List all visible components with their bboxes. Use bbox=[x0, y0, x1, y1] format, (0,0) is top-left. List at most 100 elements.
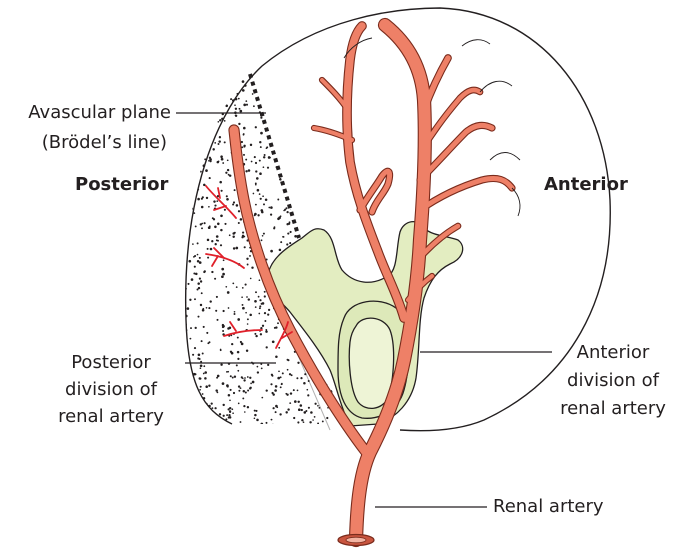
stipple-dot bbox=[236, 286, 238, 288]
stipple-dot bbox=[189, 383, 191, 385]
stipple-dot bbox=[310, 411, 313, 414]
stipple-dot bbox=[251, 266, 253, 268]
stipple-dot bbox=[211, 271, 213, 273]
stipple-dot bbox=[251, 161, 253, 163]
stipple-dot bbox=[215, 310, 217, 312]
stipple-dot bbox=[222, 330, 224, 332]
stipple-dot bbox=[249, 377, 251, 379]
stipple-dot bbox=[230, 389, 232, 391]
stipple-dot bbox=[259, 279, 261, 281]
stipple-dot bbox=[209, 177, 211, 179]
stipple-dot bbox=[242, 287, 244, 289]
stipple-dot bbox=[242, 304, 244, 306]
stipple-dot bbox=[247, 323, 249, 325]
stipple-dot bbox=[182, 346, 184, 348]
stipple-dot bbox=[212, 217, 214, 219]
stipple-dot bbox=[241, 376, 243, 378]
stipple-dot bbox=[203, 107, 205, 109]
stipple-dot bbox=[240, 218, 243, 221]
stipple-dot bbox=[259, 172, 262, 175]
stipple-dot bbox=[272, 340, 275, 343]
stipple-dot bbox=[182, 287, 185, 290]
stipple-dot bbox=[243, 405, 245, 407]
stipple-dot bbox=[274, 327, 276, 329]
stipple-dot bbox=[206, 197, 208, 199]
stipple-dot bbox=[198, 316, 200, 318]
stipple-dot bbox=[301, 419, 303, 421]
stipple-dot bbox=[266, 346, 268, 348]
stipple-dot bbox=[186, 132, 188, 134]
stipple-dot bbox=[223, 259, 225, 261]
label-posterior-division: Posterior division of renal artery bbox=[36, 350, 186, 429]
stipple-dot bbox=[197, 282, 200, 285]
stipple-dot bbox=[199, 399, 201, 401]
stipple-dot bbox=[232, 99, 235, 102]
stipple-dot bbox=[221, 268, 224, 271]
stipple-dot bbox=[180, 330, 183, 333]
stipple-dot bbox=[187, 283, 189, 285]
stipple-dot bbox=[206, 332, 208, 334]
stipple-dot bbox=[300, 404, 303, 407]
stipple-dot bbox=[220, 363, 222, 365]
stipple-dot bbox=[222, 324, 224, 326]
stipple-dot bbox=[279, 413, 281, 415]
stipple-dot bbox=[217, 121, 219, 123]
stipple-dot bbox=[199, 389, 201, 391]
stipple-dot bbox=[297, 421, 299, 423]
stipple-dot bbox=[277, 377, 280, 380]
stipple-dot bbox=[231, 408, 233, 410]
stipple-dot bbox=[264, 154, 266, 156]
stipple-dot bbox=[195, 103, 197, 105]
stipple-dot bbox=[207, 248, 209, 250]
stipple-dot bbox=[296, 377, 298, 379]
stipple-dot bbox=[189, 146, 192, 149]
stipple-dot bbox=[223, 404, 225, 406]
stipple-dot bbox=[180, 71, 182, 73]
stipple-dot bbox=[287, 359, 289, 361]
stipple-dot bbox=[254, 213, 257, 216]
stipple-dot bbox=[312, 419, 314, 421]
stipple-dot bbox=[242, 307, 245, 310]
stipple-dot bbox=[197, 357, 199, 359]
stipple-dot bbox=[211, 403, 213, 405]
stipple-dot bbox=[222, 273, 225, 276]
stipple-dot bbox=[202, 415, 205, 418]
stipple-dot bbox=[187, 307, 190, 310]
stipple-dot bbox=[221, 425, 223, 427]
stipple-dot bbox=[215, 389, 217, 391]
stipple-dot bbox=[224, 97, 226, 99]
stipple-dot bbox=[261, 397, 263, 399]
stipple-dot bbox=[243, 104, 246, 107]
stipple-dot bbox=[228, 414, 230, 416]
stipple-dot bbox=[280, 386, 282, 388]
stipple-dot bbox=[208, 117, 210, 119]
stipple-dot bbox=[282, 372, 284, 374]
stipple-dot bbox=[241, 296, 243, 298]
stipple-dot bbox=[243, 154, 245, 156]
stipple-dot bbox=[293, 389, 295, 391]
stipple-dot bbox=[274, 226, 276, 228]
stipple-dot bbox=[218, 143, 220, 145]
stipple-dot bbox=[210, 248, 213, 251]
stipple-dot bbox=[279, 249, 282, 252]
stipple-dot bbox=[290, 231, 292, 233]
stipple-dot bbox=[199, 278, 201, 280]
stipple-dot bbox=[255, 335, 257, 337]
stipple-dot bbox=[277, 322, 279, 324]
stipple-dot bbox=[187, 378, 189, 380]
stipple-dot bbox=[236, 68, 238, 70]
anterior-division-line-1: Anterior bbox=[553, 340, 673, 365]
stipple-dot bbox=[221, 275, 224, 278]
stipple-dot bbox=[197, 189, 199, 191]
stipple-dot bbox=[200, 361, 202, 363]
stipple-dot bbox=[215, 243, 217, 245]
stipple-dot bbox=[238, 385, 240, 387]
stipple-dot bbox=[220, 155, 223, 158]
stipple-dot bbox=[265, 329, 267, 331]
stipple-dot bbox=[189, 115, 192, 118]
stipple-dot bbox=[271, 419, 273, 421]
stipple-dot bbox=[217, 223, 220, 226]
stipple-dot bbox=[270, 250, 273, 253]
stipple-dot bbox=[231, 343, 233, 345]
